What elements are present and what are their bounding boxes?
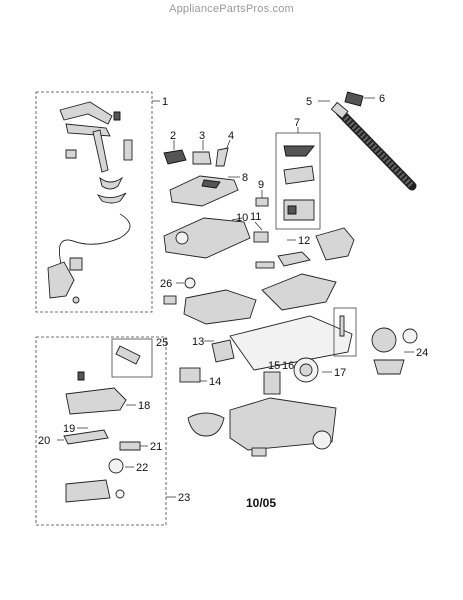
part-11-shape (253, 231, 269, 243)
callout-20: 20 (38, 435, 50, 447)
callout-13: 13 (192, 336, 204, 348)
callout-5: 5 (306, 96, 312, 108)
callout-3: 3 (199, 130, 205, 142)
callout-21: 21 (150, 441, 162, 453)
callout-23: 23 (178, 492, 190, 504)
callout-14: 14 (209, 376, 221, 388)
part-9-shape (255, 197, 269, 207)
callout-11: 11 (250, 211, 261, 223)
motor-housing (261, 273, 337, 311)
canister-base (229, 397, 337, 451)
part-10-shape (163, 217, 251, 259)
callout-4: 4 (228, 130, 234, 142)
callout-7: 7 (294, 117, 300, 129)
part-12-shape (315, 227, 355, 261)
part-15-shape (263, 371, 281, 395)
part-3-shape (192, 151, 212, 165)
canister-lid (229, 315, 353, 371)
callout-2: 2 (170, 130, 176, 142)
part-13-shape (211, 339, 235, 363)
group-box-25 (111, 338, 153, 378)
group-box-1 (35, 91, 153, 313)
callout-24: 24 (416, 347, 428, 359)
callout-18: 18 (138, 400, 150, 412)
callout-19: 19 (63, 423, 75, 435)
hose-wand-assembly (47, 101, 133, 304)
brush-roll (63, 429, 109, 445)
callout-16: 16 (282, 360, 294, 372)
motor (371, 327, 397, 353)
nozzle-cover (65, 387, 127, 415)
extension-hose (330, 91, 417, 191)
belt (108, 458, 124, 474)
callout-15: 15 (268, 360, 280, 372)
callout-9: 9 (258, 179, 264, 191)
nozzle-base (65, 479, 111, 503)
callout-1: 1 (162, 96, 168, 108)
callout-17: 17 (334, 367, 346, 379)
part-14-shape (179, 367, 201, 383)
callout-labels: 1 2 3 4 5 6 7 8 9 10 11 12 13 14 15 16 1… (38, 93, 428, 504)
date-code: 10/05 (246, 496, 276, 510)
callout-10: 10 (236, 212, 248, 224)
callout-25: 25 (156, 337, 168, 349)
callout-6: 6 (379, 93, 385, 105)
callout-8: 8 (242, 172, 248, 184)
part-2-shape (163, 149, 187, 165)
cord-reel (187, 412, 225, 437)
part-8-shape (169, 175, 239, 207)
callout-12: 12 (298, 235, 310, 247)
part-4-shape (215, 147, 229, 167)
small-filter (251, 447, 267, 457)
group-box-23 (35, 336, 167, 526)
part-11b-shape (255, 261, 275, 269)
group-box-24a (333, 307, 357, 357)
callout-22: 22 (136, 462, 148, 474)
callout-26: 26 (160, 278, 172, 290)
base-plate (183, 289, 257, 325)
watermark: AppliancePartsPros.com (169, 3, 294, 15)
